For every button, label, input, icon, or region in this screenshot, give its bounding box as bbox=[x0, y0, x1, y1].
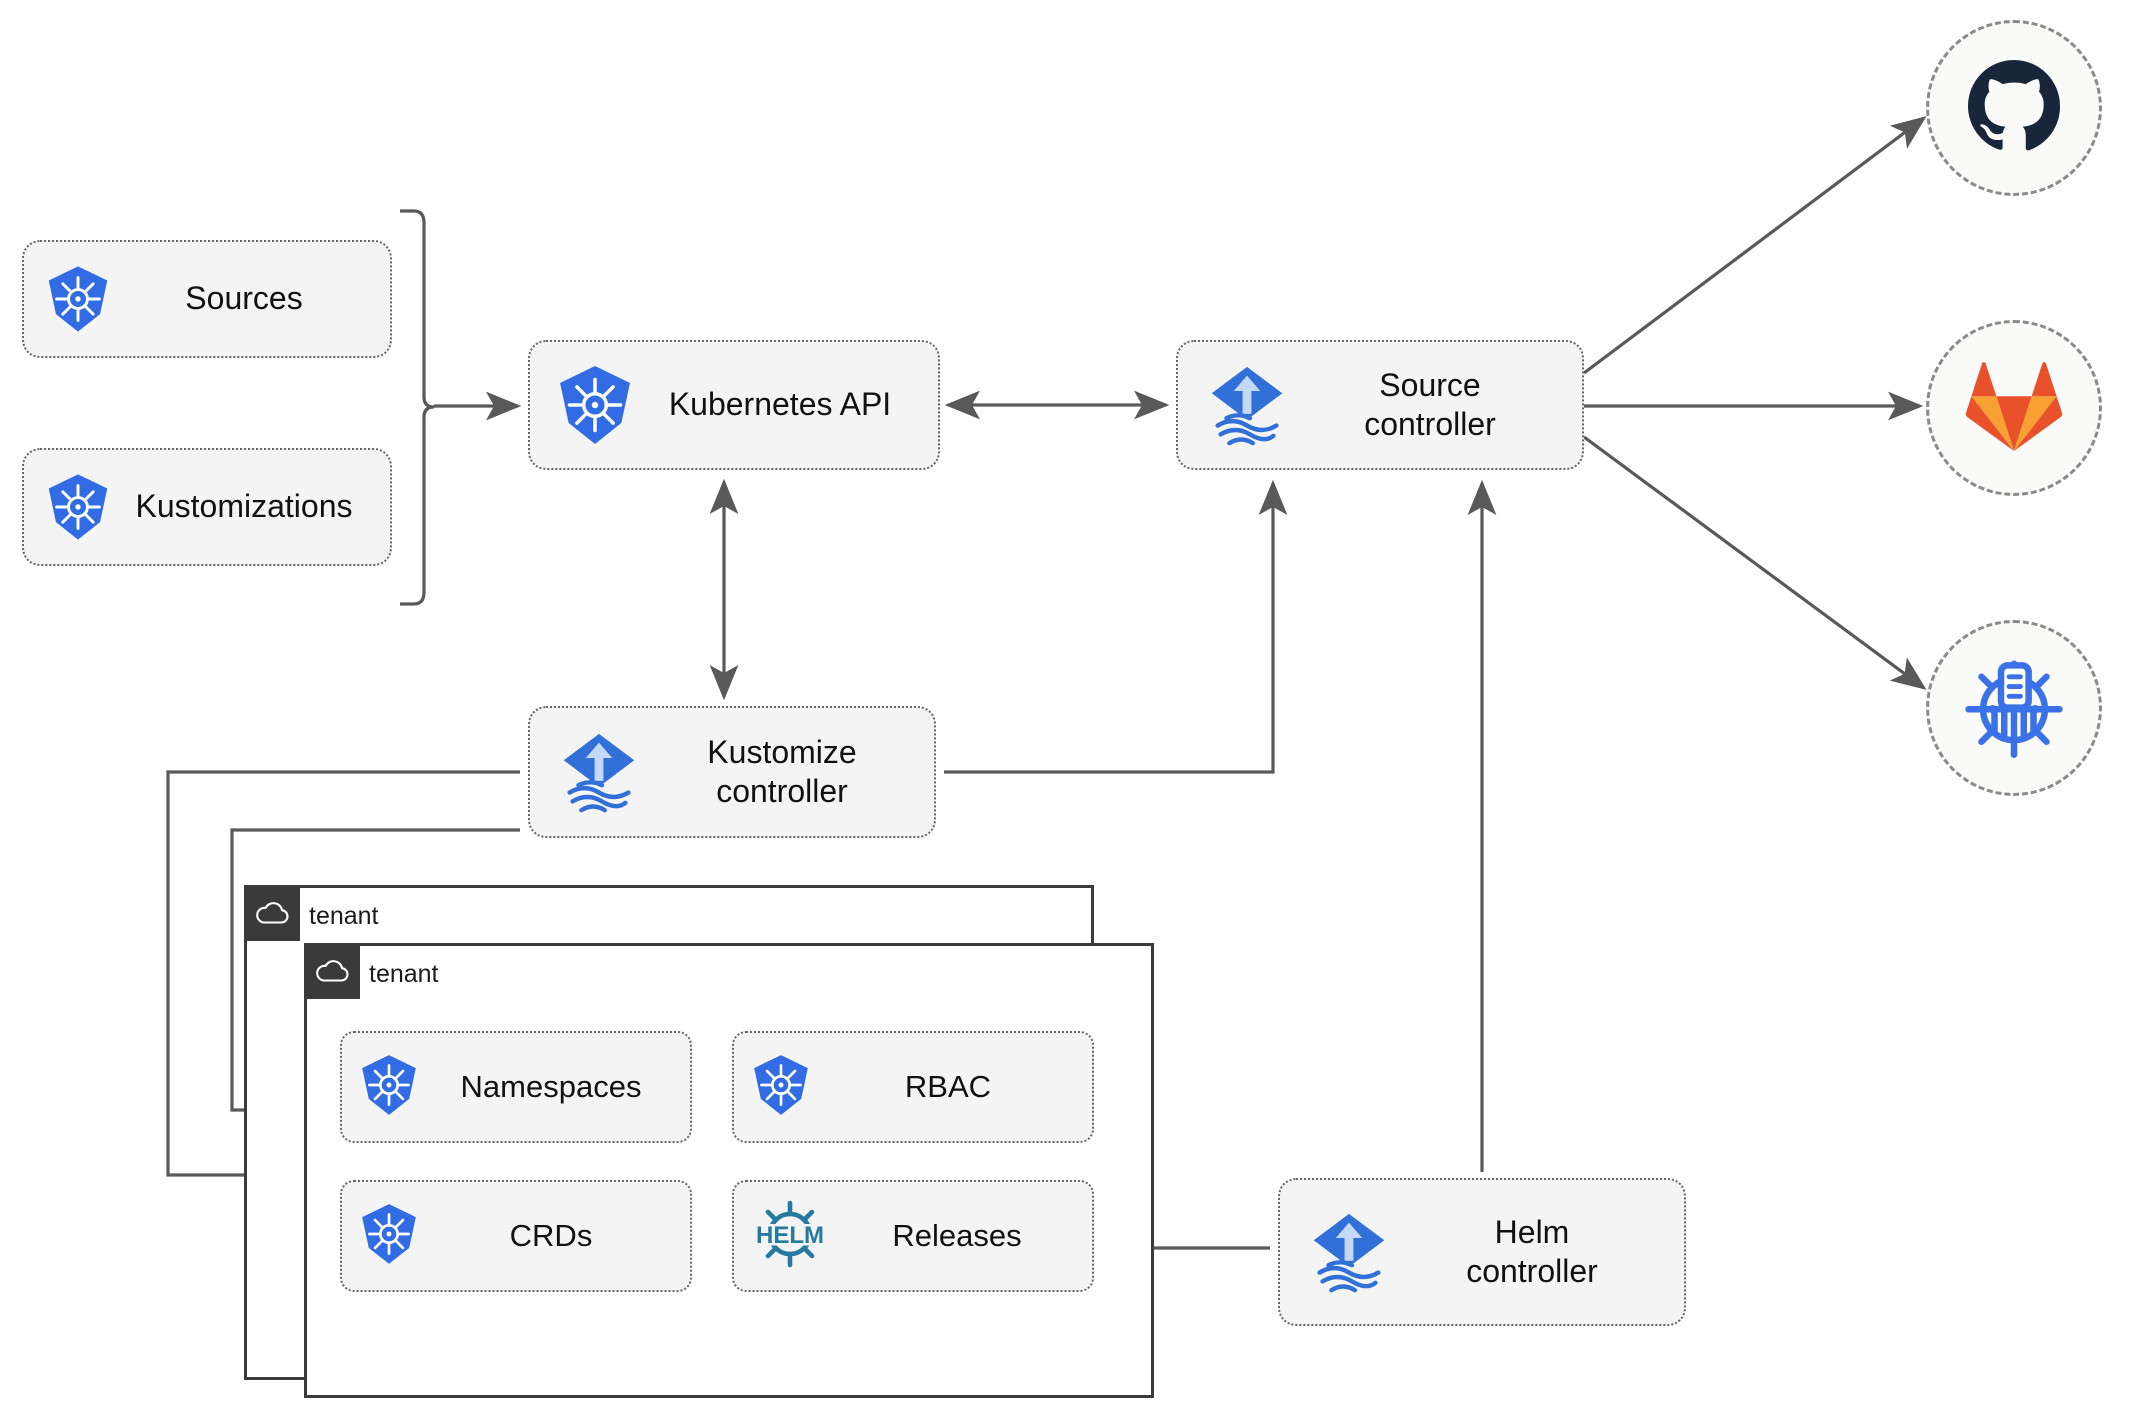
kustomize-source-link bbox=[944, 479, 1288, 774]
kubernetes-icon bbox=[748, 1052, 814, 1123]
chip-releases[interactable]: HELM Releases bbox=[732, 1180, 1094, 1292]
chip-namespaces-label: Namespaces bbox=[460, 1069, 642, 1104]
node-helm-controller-label: Helm controller bbox=[1466, 1213, 1598, 1289]
svg-text:HELM: HELM bbox=[756, 1222, 824, 1249]
flux-icon bbox=[1302, 1205, 1396, 1299]
chip-crds-label: CRDs bbox=[509, 1218, 593, 1253]
tenant-name-label: tenant bbox=[309, 901, 379, 930]
node-kustomizations[interactable]: Kustomizations bbox=[22, 448, 392, 566]
chip-crds[interactable]: CRDs bbox=[340, 1180, 692, 1292]
kubernetes-icon bbox=[552, 362, 638, 448]
kubernetes-icon bbox=[356, 1052, 422, 1123]
node-helm-controller[interactable]: Helm controller bbox=[1278, 1178, 1686, 1326]
node-sources[interactable]: Sources bbox=[22, 240, 392, 358]
node-sources-label: Sources bbox=[185, 280, 303, 317]
source-github-link bbox=[1583, 116, 1927, 375]
kubernetes-icon bbox=[42, 471, 114, 543]
kubernetes-icon bbox=[42, 263, 114, 335]
node-kustomize-controller[interactable]: Kustomize controller bbox=[528, 706, 936, 838]
gitlab-icon bbox=[1965, 359, 2063, 458]
tenant-name-label: tenant bbox=[369, 959, 439, 988]
node-kubernetes-api-label: Kubernetes API bbox=[668, 386, 892, 423]
flux-icon bbox=[1200, 358, 1294, 452]
chip-namespaces[interactable]: Namespaces bbox=[340, 1031, 692, 1143]
github-icon bbox=[1966, 58, 2062, 159]
provider-gitlab[interactable] bbox=[1926, 320, 2102, 496]
node-kustomizations-label: Kustomizations bbox=[135, 488, 353, 525]
tenant-window-inner[interactable]: tenant bbox=[304, 943, 1154, 1398]
chip-rbac-label: RBAC bbox=[904, 1069, 992, 1104]
node-source-controller[interactable]: Source controller bbox=[1176, 340, 1584, 470]
cloud-icon bbox=[304, 943, 360, 999]
kubernetes-icon bbox=[356, 1201, 422, 1272]
provider-github[interactable] bbox=[1926, 20, 2102, 196]
cloud-icon bbox=[244, 885, 300, 941]
flux-icon bbox=[552, 725, 646, 819]
helm-wheel-icon bbox=[1962, 654, 2066, 763]
chip-releases-label: Releases bbox=[892, 1218, 1022, 1253]
node-source-controller-label: Source controller bbox=[1364, 366, 1496, 442]
helm-icon: HELM bbox=[748, 1198, 832, 1275]
chip-rbac[interactable]: RBAC bbox=[732, 1031, 1094, 1143]
sources-brace bbox=[400, 209, 522, 606]
node-kubernetes-api[interactable]: Kubernetes API bbox=[528, 340, 940, 470]
source-helmrepo-link bbox=[1583, 435, 1927, 690]
node-kustomize-controller-label: Kustomize controller bbox=[707, 733, 857, 809]
provider-helm-repository[interactable] bbox=[1926, 620, 2102, 796]
